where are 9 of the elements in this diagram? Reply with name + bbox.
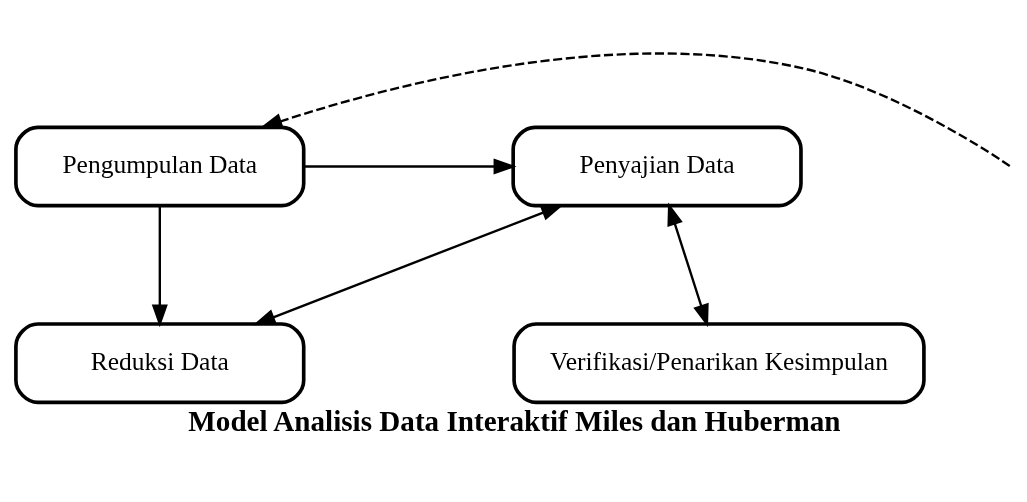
caption: Model Analisis Data Interaktif Miles dan Huberman [188, 404, 841, 437]
arrow [304, 157, 517, 175]
node-box: Pengumpulan Data [14, 125, 306, 207]
node-box: Verifikasi/Penarikan Kesimpulan [512, 321, 926, 404]
arrow [259, 51, 1011, 167]
arrow [151, 205, 168, 327]
node-box: Penyajian Data [511, 125, 803, 207]
arrow [667, 202, 709, 327]
node-box: Reduksi Data [14, 321, 306, 404]
